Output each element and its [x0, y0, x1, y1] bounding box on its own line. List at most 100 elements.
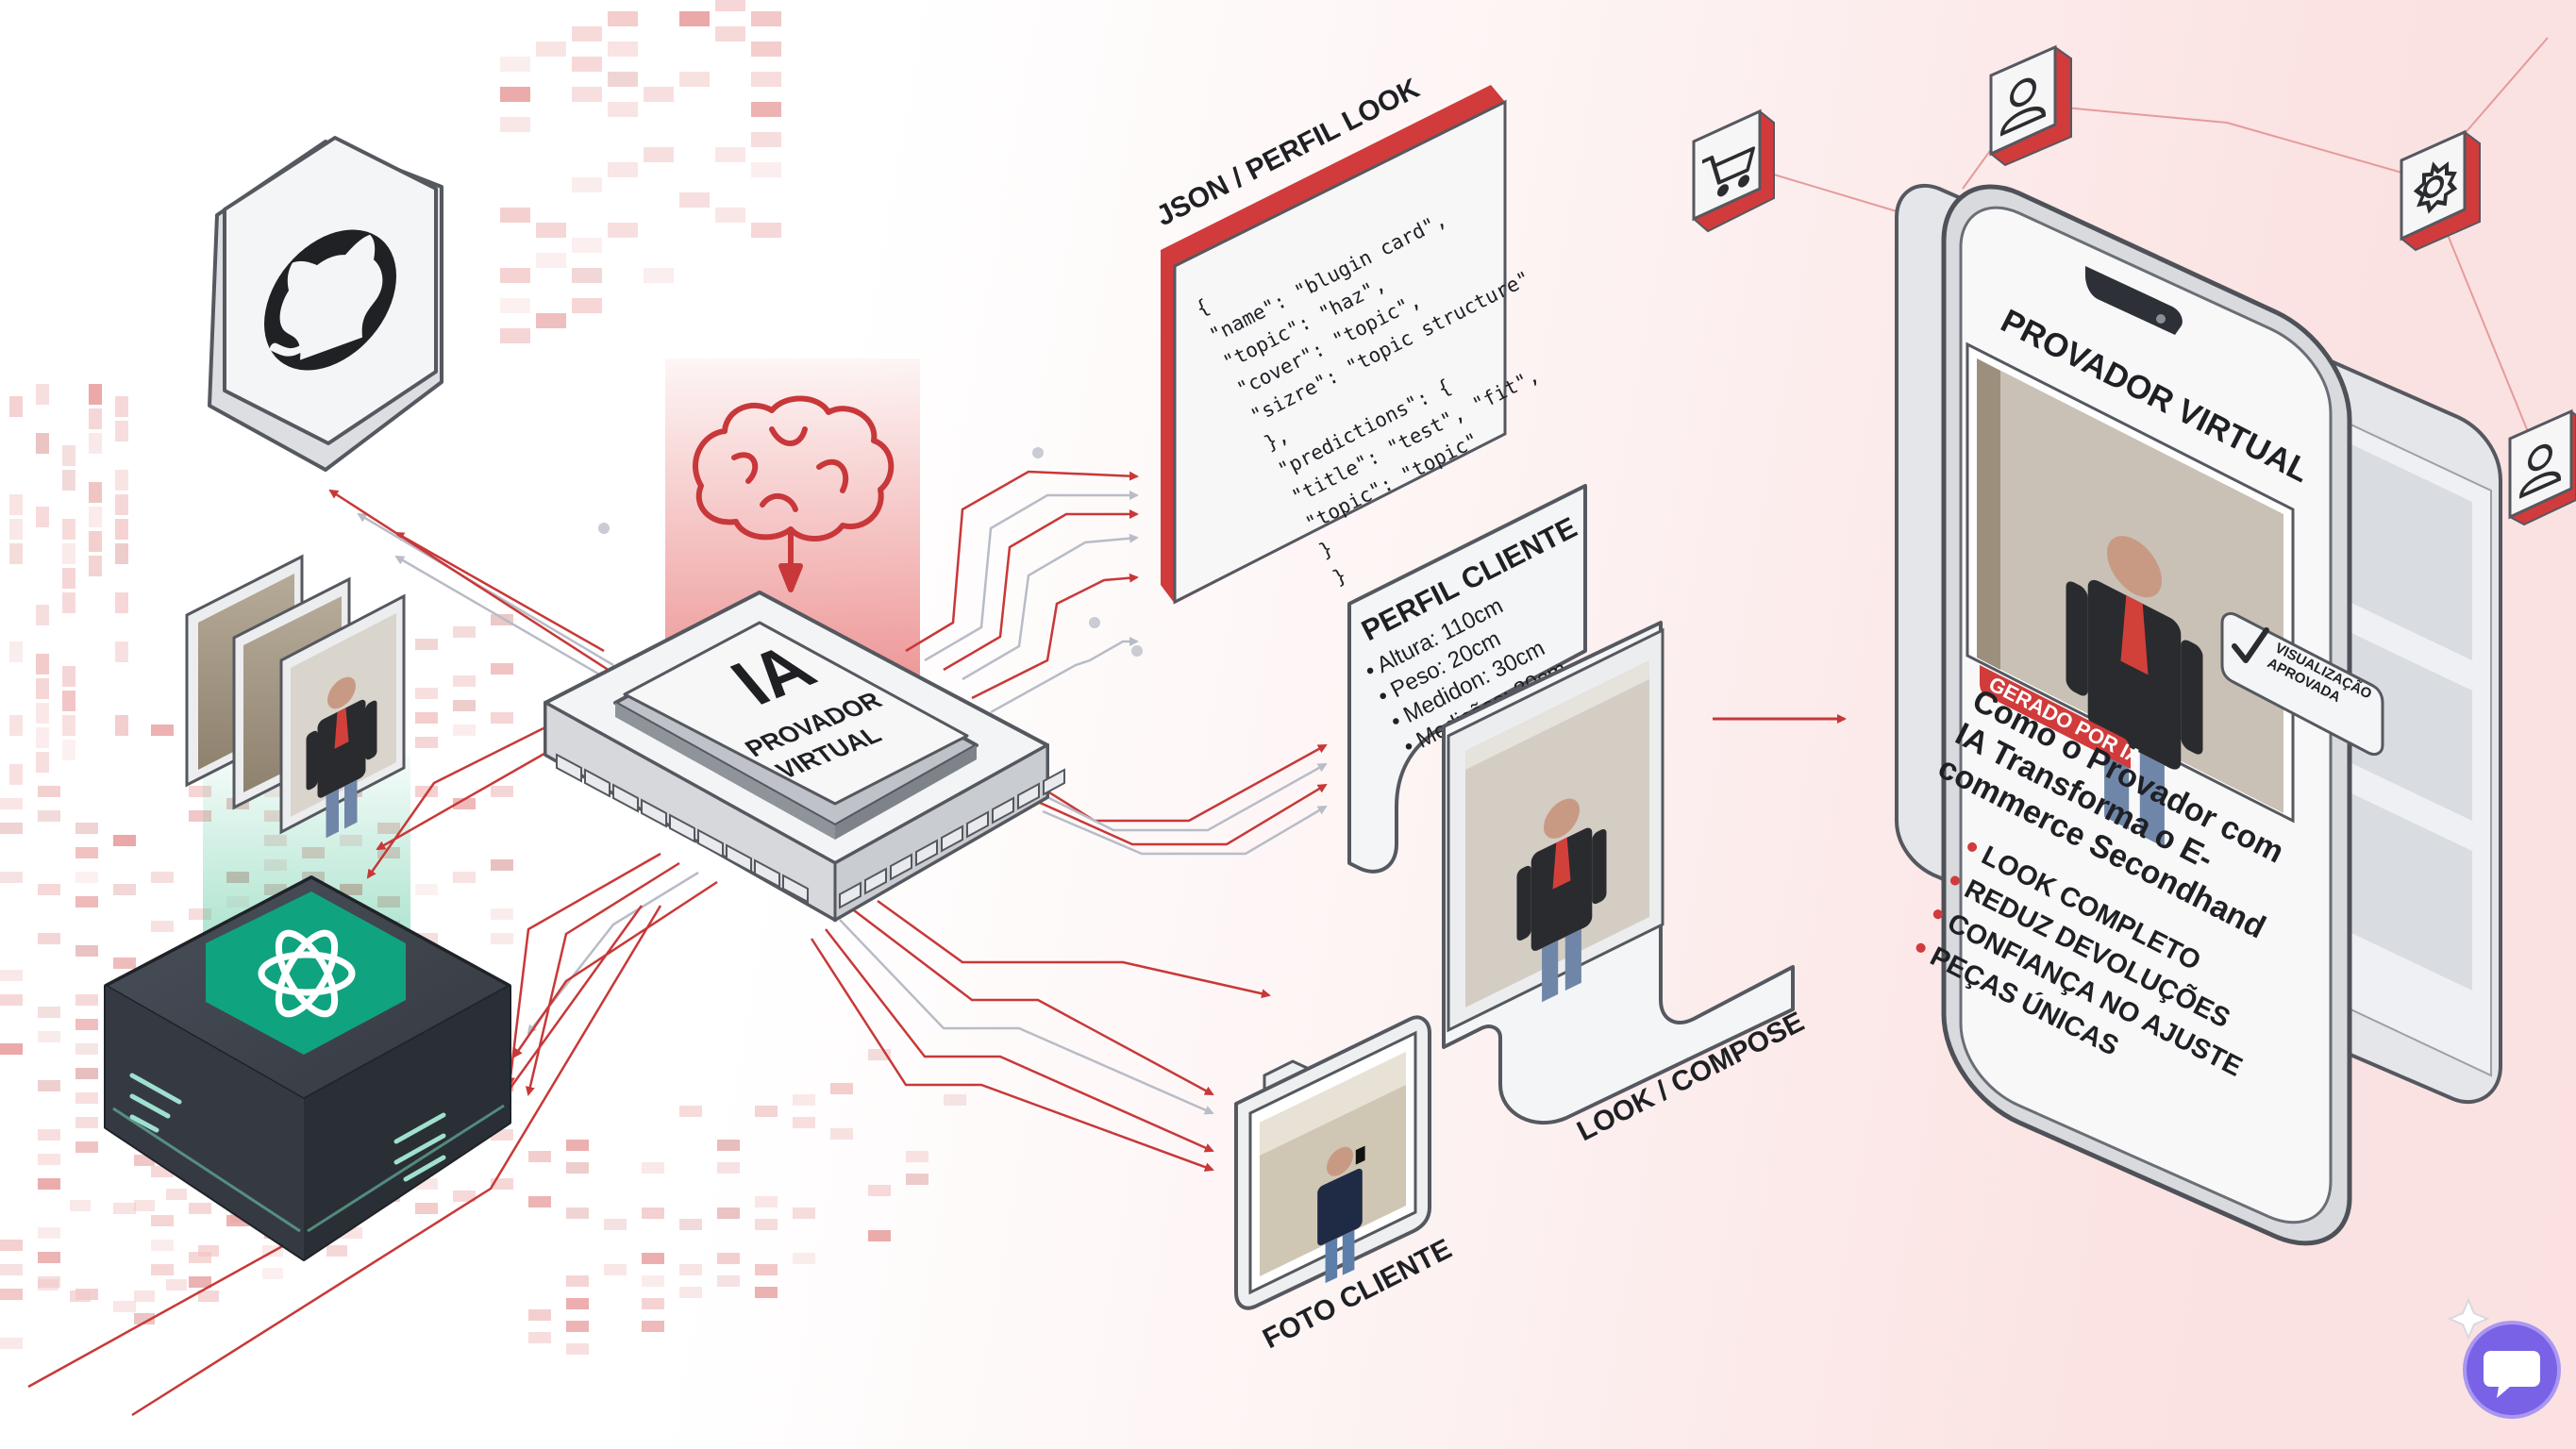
pixel-cell — [453, 675, 476, 687]
pixel-cell — [38, 1276, 60, 1288]
pixel-cell — [70, 1291, 91, 1302]
pixel-cell — [75, 945, 98, 957]
chip-pin — [1043, 768, 1065, 796]
pixel-cell — [415, 688, 438, 699]
sparkle-icon — [2447, 1297, 2490, 1341]
pixel-cell — [0, 994, 23, 1006]
pixel-cell — [608, 162, 638, 177]
circuit-connector — [839, 919, 1214, 1115]
pixel-cell — [0, 798, 23, 809]
circuit-connector — [943, 509, 1139, 672]
pixel-cell — [491, 908, 513, 920]
pixel-cell — [38, 1252, 60, 1263]
pixel-cell — [572, 57, 602, 72]
pixel-cell — [642, 1162, 664, 1174]
pixel-cell — [38, 786, 60, 797]
pixel-cell — [115, 592, 128, 613]
json-code-line: } — [1330, 563, 1350, 589]
pixel-cell — [38, 884, 60, 895]
pixel-cell — [9, 715, 23, 736]
bullet-dot — [1967, 841, 1978, 852]
chat-bubble-button[interactable] — [2463, 1321, 2561, 1419]
circuit-connector — [990, 637, 1139, 714]
pixel-cell — [491, 933, 513, 944]
ai-chip — [544, 591, 1065, 923]
chip-pin — [941, 824, 963, 853]
circuit-connector — [376, 734, 577, 851]
pixel-cell — [89, 384, 102, 405]
pixel-cell — [75, 1117, 98, 1128]
pixel-cell — [644, 268, 674, 283]
pixel-cell — [751, 72, 781, 87]
pixel-cell — [36, 433, 49, 454]
pixel-cell — [89, 433, 102, 454]
pixel-cell — [70, 1200, 91, 1211]
pixel-cell — [608, 72, 638, 87]
pixel-cell — [0, 1289, 23, 1300]
circuit-node — [1131, 645, 1143, 657]
pixel-cell — [755, 1106, 778, 1117]
pixel-cell — [113, 835, 136, 846]
pixel-cell — [608, 102, 638, 117]
pixel-cell — [679, 1219, 702, 1230]
pixel-cell — [38, 1031, 60, 1042]
pixel-cell — [453, 1191, 476, 1202]
pixel-cell — [89, 408, 102, 429]
clothing-photo-stack — [185, 554, 406, 849]
pixel-cell — [751, 11, 781, 26]
pixel-cell — [453, 872, 476, 883]
pixel-cell — [755, 1196, 778, 1208]
pixel-cell — [89, 556, 102, 576]
pixel-cell — [717, 1208, 740, 1219]
pixel-cell — [36, 752, 49, 773]
github-tile[interactable] — [208, 136, 443, 472]
json-panel — [1161, 85, 1507, 605]
pixel-cell — [115, 494, 128, 515]
pixel-cell — [717, 1275, 740, 1287]
foto-cliente-card[interactable] — [1234, 1015, 1431, 1310]
pixel-cell — [151, 1264, 174, 1275]
pixel-cell — [491, 786, 513, 797]
pixel-cell — [115, 641, 128, 662]
pixel-cell — [566, 1321, 589, 1332]
chip-pin — [915, 839, 938, 867]
pixel-cell — [36, 605, 49, 625]
pixel-cell — [906, 1174, 928, 1185]
check-icon — [2232, 627, 2269, 663]
cart-tile[interactable] — [1692, 108, 1775, 233]
bullet-dot — [1915, 942, 1926, 953]
pixel-cell — [198, 1291, 219, 1302]
pixel-cell — [151, 724, 174, 736]
pixel-cell — [0, 1264, 23, 1275]
pixel-cell — [113, 884, 136, 895]
user-tile-right[interactable] — [2508, 408, 2576, 526]
pixel-cell — [0, 823, 23, 834]
pixel-cell — [491, 614, 513, 625]
pixel-cell — [113, 1301, 136, 1312]
pixel-cell — [189, 1203, 211, 1214]
pixel-cell — [608, 42, 638, 57]
chip-pin — [641, 798, 667, 828]
chip-pin — [864, 867, 887, 895]
chip-pin — [992, 796, 1014, 824]
pixel-cell — [38, 1007, 60, 1018]
pixel-cell — [62, 691, 75, 711]
pixel-cell — [755, 1264, 778, 1275]
pixel-cell — [62, 715, 75, 736]
settings-tile[interactable] — [2400, 129, 2481, 252]
pixel-cell — [572, 177, 602, 192]
chip-pin — [584, 768, 611, 798]
user-tile-top[interactable] — [1989, 44, 2072, 167]
pixel-cell — [644, 87, 674, 102]
pixel-cell — [36, 654, 49, 675]
pixel-cell — [115, 519, 128, 540]
bullet-dot — [1949, 875, 1960, 886]
pixel-cell — [755, 1219, 778, 1230]
pixel-cell — [642, 1298, 664, 1309]
pixel-cell — [115, 715, 128, 736]
circuit-node — [1089, 617, 1100, 628]
pixel-cell — [134, 1313, 155, 1324]
pixel-cell — [75, 1043, 98, 1055]
pixel-cell — [38, 1178, 60, 1190]
pixel-cell — [62, 519, 75, 540]
